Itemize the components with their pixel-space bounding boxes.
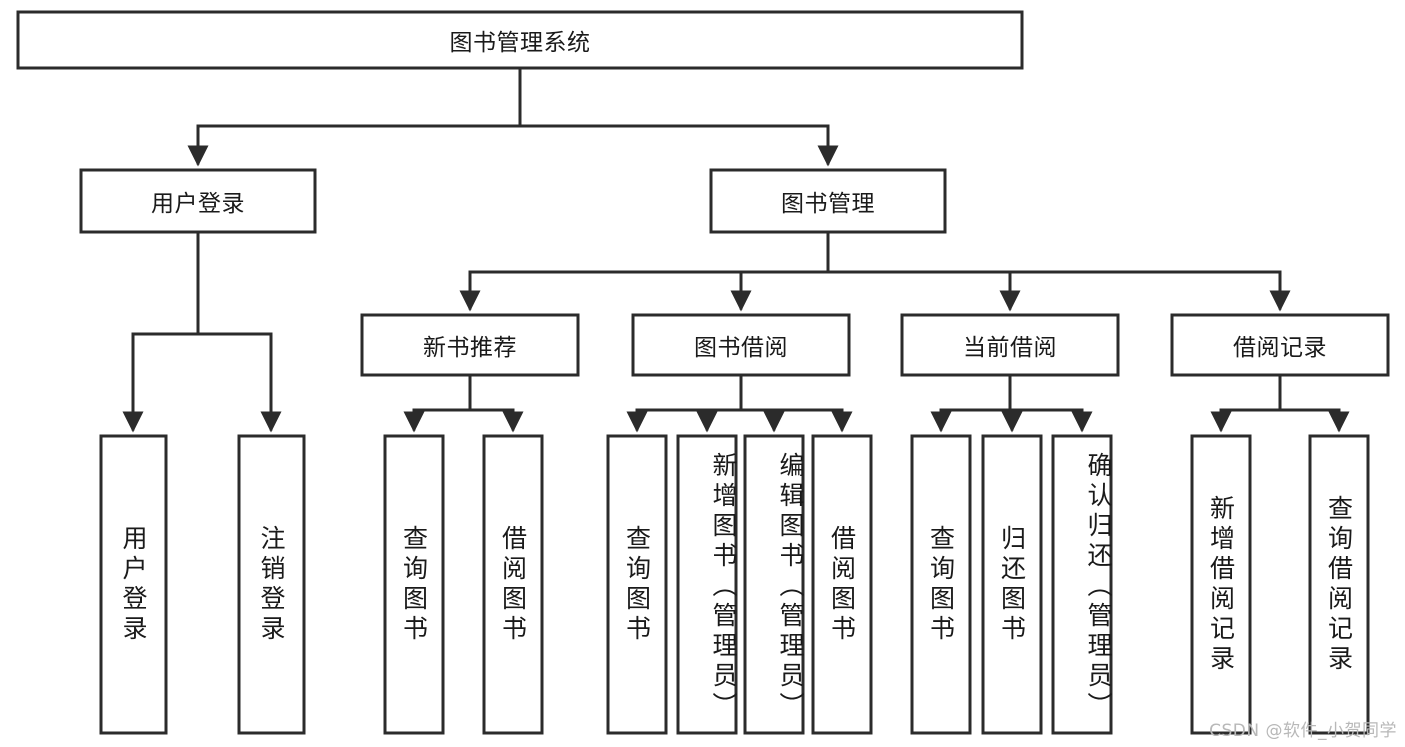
leaf-box-9[interactable] xyxy=(981,434,1043,735)
leaf-box-6[interactable] xyxy=(743,434,805,735)
leaf-box-11[interactable] xyxy=(1190,434,1252,735)
leaf-box-2[interactable] xyxy=(383,434,445,735)
node-box-borrow-record[interactable] xyxy=(1170,313,1390,377)
node-box-book-borrow[interactable] xyxy=(631,313,851,377)
leaf-box-12[interactable] xyxy=(1308,434,1370,735)
leaf-box-3[interactable] xyxy=(482,434,544,735)
leaf-box-0[interactable] xyxy=(99,434,168,735)
node-box-user-login[interactable] xyxy=(79,168,317,234)
leaf-box-8[interactable] xyxy=(910,434,972,735)
leaf-box-1[interactable] xyxy=(237,434,306,735)
node-box-root[interactable] xyxy=(16,10,1024,70)
node-box-current-borrow[interactable] xyxy=(900,313,1120,377)
csdn-watermark: CSDN @软件_小贺同学 xyxy=(1209,721,1397,741)
leaf-box-4[interactable] xyxy=(606,434,668,735)
leaf-box-5[interactable] xyxy=(676,434,738,735)
leaf-box-10[interactable] xyxy=(1051,434,1113,735)
leaf-box-7[interactable] xyxy=(811,434,873,735)
node-box-new-book-recommend[interactable] xyxy=(360,313,580,377)
node-box-book-management[interactable] xyxy=(709,168,947,234)
